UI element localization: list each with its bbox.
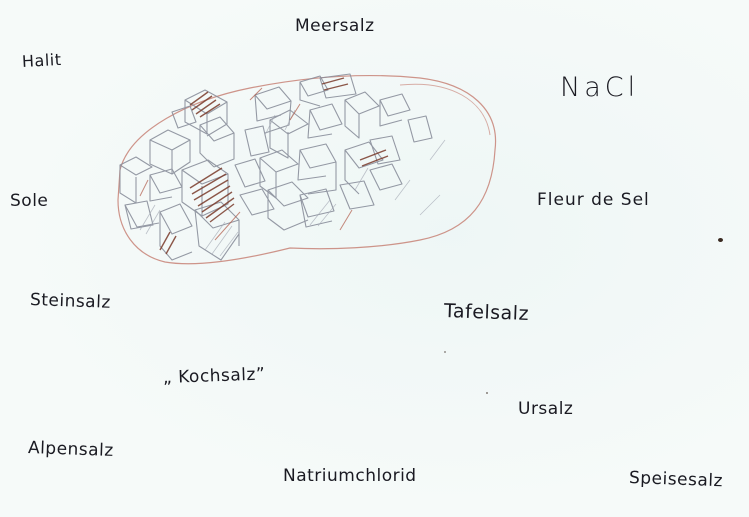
chemical-formula: NaCl xyxy=(560,72,639,103)
word-steinsalz: Steinsalz xyxy=(30,290,111,313)
word-fleur-de-sel: Fleur de Sel xyxy=(537,190,650,210)
word-kochsalz: „ Kochsalz” xyxy=(163,364,266,388)
word-alpensalz: Alpensalz xyxy=(28,438,114,461)
cluster-outline xyxy=(118,76,496,264)
word-meersalz: Meersalz xyxy=(295,16,375,36)
word-speisesalz: Speisesalz xyxy=(629,468,724,491)
word-ursalz: Ursalz xyxy=(518,399,573,419)
paper-speck xyxy=(486,392,488,394)
word-tafelsalz: Tafelsalz xyxy=(444,300,530,325)
word-halit: Halit xyxy=(22,50,62,71)
word-natriumchlorid: Natriumchlorid xyxy=(283,466,417,486)
paper-speck xyxy=(444,351,446,353)
paper-speck xyxy=(718,238,723,242)
word-sole: Sole xyxy=(10,191,48,211)
